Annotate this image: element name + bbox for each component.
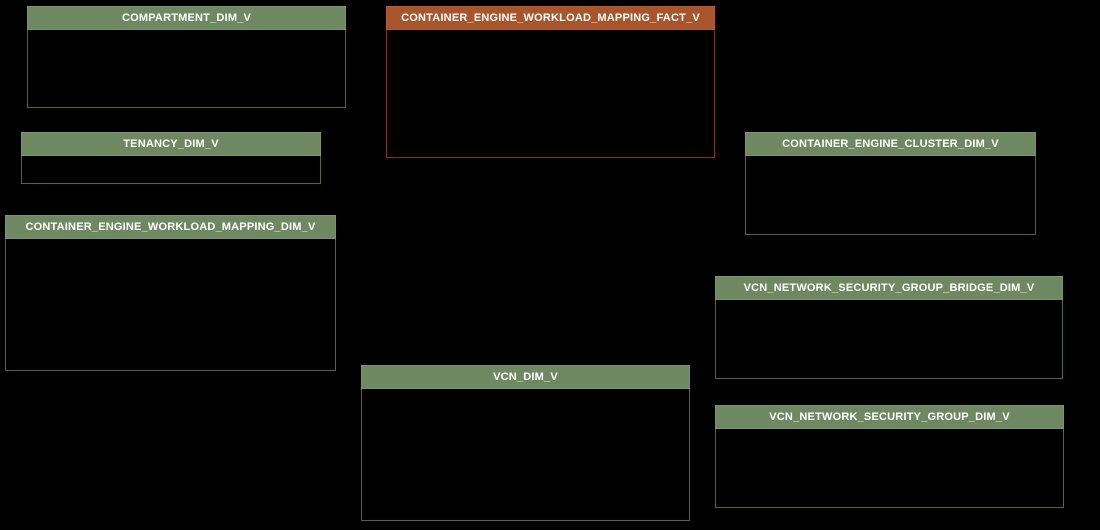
table-header[interactable]: VCN_NETWORK_SECURITY_GROUP_BRIDGE_DIM_V: [715, 276, 1063, 300]
table-title: CONTAINER_ENGINE_WORKLOAD_MAPPING_FACT_V: [401, 12, 700, 24]
table-header[interactable]: CONTAINER_ENGINE_WORKLOAD_MAPPING_FACT_V: [386, 6, 715, 30]
table-title: VCN_NETWORK_SECURITY_GROUP_BRIDGE_DIM_V: [743, 282, 1035, 294]
table-body: [715, 300, 1063, 379]
table-vcn-network-security-group-dim-v[interactable]: VCN_NETWORK_SECURITY_GROUP_DIM_V: [715, 405, 1064, 508]
table-title: TENANCY_DIM_V: [123, 138, 219, 150]
table-body: [5, 239, 336, 371]
table-body: [715, 429, 1064, 508]
table-title: CONTAINER_ENGINE_CLUSTER_DIM_V: [782, 138, 999, 150]
table-body: [361, 389, 690, 521]
table-vcn-dim-v[interactable]: VCN_DIM_V: [361, 365, 690, 521]
table-container-engine-cluster-dim-v[interactable]: CONTAINER_ENGINE_CLUSTER_DIM_V: [745, 132, 1036, 235]
table-header[interactable]: TENANCY_DIM_V: [21, 132, 321, 156]
table-header[interactable]: CONTAINER_ENGINE_WORKLOAD_MAPPING_DIM_V: [5, 215, 336, 239]
table-title: VCN_NETWORK_SECURITY_GROUP_DIM_V: [769, 411, 1010, 423]
table-title: VCN_DIM_V: [493, 371, 558, 383]
table-title: CONTAINER_ENGINE_WORKLOAD_MAPPING_DIM_V: [25, 221, 316, 233]
table-vcn-network-security-group-bridge-dim-v[interactable]: VCN_NETWORK_SECURITY_GROUP_BRIDGE_DIM_V: [715, 276, 1063, 379]
table-container-engine-workload-mapping-fact-v[interactable]: CONTAINER_ENGINE_WORKLOAD_MAPPING_FACT_V: [386, 6, 715, 158]
table-compartment-dim-v[interactable]: COMPARTMENT_DIM_V: [27, 6, 346, 108]
table-tenancy-dim-v[interactable]: TENANCY_DIM_V: [21, 132, 321, 184]
table-body: [745, 156, 1036, 235]
table-body: [386, 30, 715, 158]
table-header[interactable]: CONTAINER_ENGINE_CLUSTER_DIM_V: [745, 132, 1036, 156]
table-header[interactable]: VCN_DIM_V: [361, 365, 690, 389]
table-header[interactable]: COMPARTMENT_DIM_V: [27, 6, 346, 30]
table-body: [27, 30, 346, 108]
table-container-engine-workload-mapping-dim-v[interactable]: CONTAINER_ENGINE_WORKLOAD_MAPPING_DIM_V: [5, 215, 336, 371]
table-body: [21, 156, 321, 184]
table-header[interactable]: VCN_NETWORK_SECURITY_GROUP_DIM_V: [715, 405, 1064, 429]
table-title: COMPARTMENT_DIM_V: [121, 12, 252, 24]
